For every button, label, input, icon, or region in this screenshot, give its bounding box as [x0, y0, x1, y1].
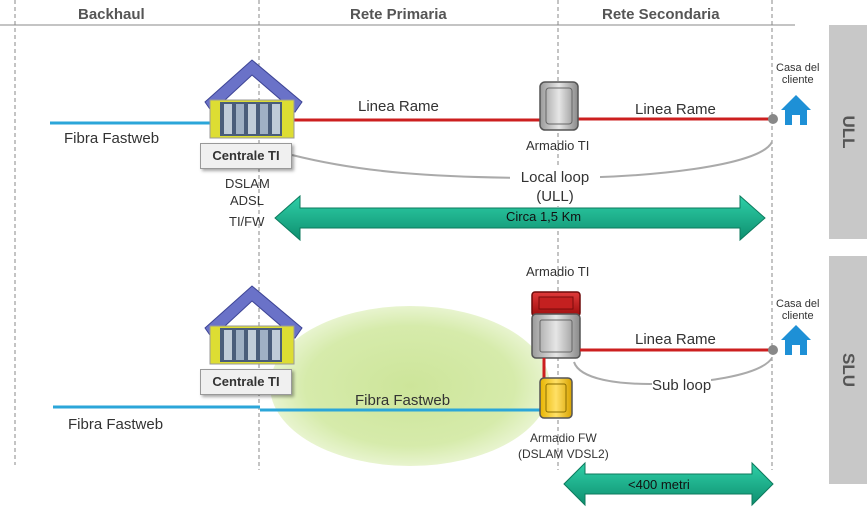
- slu-fiber-mid-label: Fibra Fastweb: [355, 392, 451, 409]
- ull-copper-left-label: Linea Rame: [358, 98, 439, 115]
- slu-distance-arrow: [563, 461, 774, 507]
- ull-cabinet-ti-icon: [539, 81, 579, 131]
- slu-customer-label-line2: cliente: [781, 310, 814, 322]
- slu-cabinet-fw-label: Armadio FW (DSLAM VDSL2): [518, 430, 609, 462]
- ull-central-sub-tifw: TI/FW: [229, 214, 265, 229]
- slu-copper-label: Linea Rame: [635, 331, 716, 348]
- ull-central-sub-dslam: DSLAM: [225, 176, 270, 191]
- header-backhaul: Backhaul: [78, 6, 145, 23]
- slu-distance-label: <400 metri: [628, 477, 690, 492]
- ull-house-icon: [781, 95, 811, 125]
- ull-customer-node: [768, 114, 778, 124]
- ull-local-loop-label: Local loop (ULL): [510, 168, 600, 206]
- ull-side-label: ULL: [839, 115, 858, 149]
- ull-central-label: Centrale TI: [200, 143, 292, 169]
- slu-sub-loop-curve: [573, 357, 773, 386]
- ull-side-band: ULL: [829, 25, 867, 239]
- slu-sub-loop-label: Sub loop: [652, 377, 712, 394]
- ull-customer-label-line2: cliente: [781, 74, 814, 86]
- ull-central-sub-adsl: ADSL: [230, 193, 264, 208]
- slu-house-icon: [781, 325, 811, 355]
- ull-distance-arrow: [274, 194, 766, 242]
- slu-green-zone: [270, 306, 550, 466]
- header-secondary-network: Rete Secondaria: [602, 6, 720, 23]
- slu-customer-label: Casa del cliente: [776, 298, 819, 322]
- ull-local-loop-line2: (ULL): [536, 188, 574, 205]
- ull-copper-right-label: Linea Rame: [635, 101, 716, 118]
- slu-customer-label-line1: Casa del: [776, 298, 820, 310]
- slu-side-band: SLU: [829, 256, 867, 484]
- ull-local-loop-line1: Local loop: [520, 169, 590, 186]
- slu-cabinet-ti-label: Armadio TI: [526, 264, 590, 279]
- slu-cabinet-fw-icon: [539, 377, 573, 419]
- slu-side-label: SLU: [839, 353, 858, 387]
- slu-central-building: [204, 285, 303, 365]
- slu-fiber-left-label: Fibra Fastweb: [68, 416, 164, 433]
- header-primary-network: Rete Primaria: [350, 6, 447, 23]
- slu-central-label: Centrale TI: [200, 369, 292, 395]
- ull-distance-label: Circa 1,5 Km: [506, 209, 582, 224]
- slu-customer-node: [768, 345, 778, 355]
- ull-customer-label-line1: Casa del: [776, 62, 820, 74]
- slu-cabinet-fw-line1: Armadio FW: [530, 431, 597, 445]
- ull-central-building: [204, 59, 303, 139]
- ull-fiber-label: Fibra Fastweb: [64, 130, 160, 147]
- ull-customer-label: Casa del cliente: [776, 62, 819, 86]
- slu-cabinet-ti-icon: [531, 291, 581, 359]
- ull-cabinet-label: Armadio TI: [526, 138, 590, 153]
- slu-cabinet-fw-line2: (DSLAM VDSL2): [518, 447, 609, 461]
